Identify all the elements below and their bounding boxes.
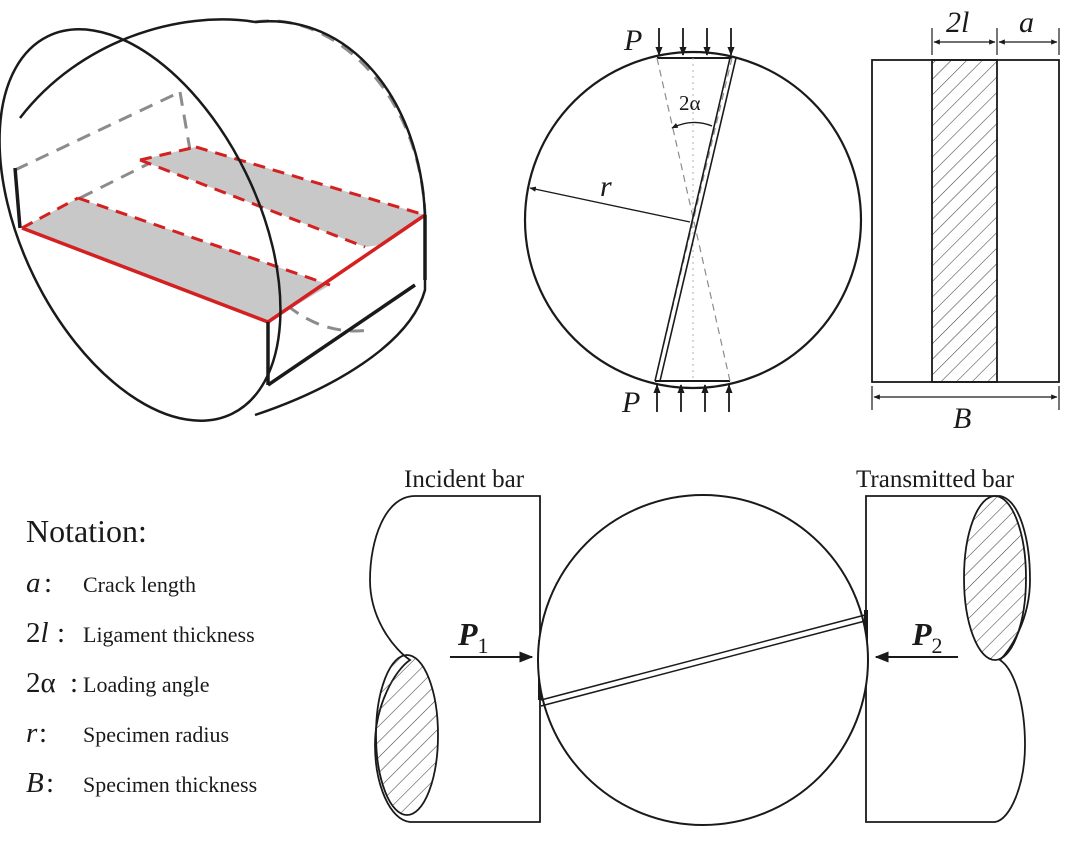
notation-legend: Notation: a : Crack length 2l : Ligament… — [26, 513, 257, 799]
notation-item-specimen-thickness: B : Specimen thickness — [26, 767, 257, 799]
notation-separator: : — [70, 667, 78, 699]
angle-label: 2α — [679, 91, 701, 115]
notation-description: Ligament thickness — [83, 622, 255, 647]
cylinder-top-silhouette — [19, 18, 256, 119]
crack-upper-dashed-top — [139, 145, 197, 162]
notation-item-loading-angle: 2α : Loading angle — [26, 667, 209, 699]
ligament-dim-label: 2l — [946, 6, 969, 39]
section-circle — [523, 50, 863, 390]
front-disc-face — [0, 28, 282, 422]
crack-front-solid — [21, 226, 269, 324]
flat-face-left-edge — [13, 167, 22, 229]
hidden-edge-upper — [14, 90, 181, 172]
notation-symbol: 2α — [26, 667, 56, 699]
p2-label: P2 — [911, 616, 943, 658]
section-crack-line-b — [659, 57, 737, 382]
notation-symbol: a — [26, 567, 41, 599]
notation-separator: : — [46, 767, 54, 799]
crack-lower-dashed-top — [21, 196, 79, 230]
notation-item-crack-length: a : Crack length — [26, 567, 196, 599]
notation-separator: : — [44, 567, 52, 599]
crack-face-lower — [22, 198, 330, 322]
notation-separator: : — [57, 617, 65, 649]
transmitted-bar-label: Transmitted bar — [856, 466, 1015, 493]
incident-bar-label: Incident bar — [404, 466, 525, 493]
notation-symbol: B — [26, 767, 44, 799]
notation-symbol: 2l — [26, 617, 49, 649]
notation-description: Loading angle — [83, 672, 209, 697]
transmitted-bar-end-hatched — [963, 495, 1027, 661]
side-view: 2l a B — [871, 6, 1060, 435]
p1-label: P1 — [457, 616, 489, 658]
crack-dim-label: a — [1019, 6, 1034, 39]
section-crack-line-a — [654, 57, 731, 382]
crack-right-solid — [267, 213, 426, 324]
shpb-crack-line-a — [540, 614, 866, 701]
notation-symbol: r — [26, 717, 38, 749]
load-label-bottom: P — [621, 386, 640, 419]
notation-title: Notation: — [26, 513, 147, 549]
shpb-crack-line-b — [540, 620, 866, 707]
incident-bar-end-hatched — [375, 654, 439, 816]
shpb-setup-view: Incident bar Transmitted bar P1 P2 — [369, 466, 1031, 826]
notation-description: Crack length — [83, 572, 196, 597]
notation-item-specimen-radius: r : Specimen radius — [26, 717, 229, 749]
flat-face-right-edge — [267, 283, 416, 387]
angle-arc — [671, 121, 713, 129]
transmitted-bar-outline — [865, 495, 1031, 823]
crack-lower-dashed-edge — [77, 196, 331, 287]
cross-section-view: P P 2α r — [523, 24, 863, 419]
shpb-specimen-disc — [537, 494, 869, 826]
ligament-hatched-band — [931, 59, 998, 383]
thickness-dim-label: B — [953, 402, 971, 435]
notation-separator: : — [39, 717, 47, 749]
cylinder-right-silhouette — [254, 19, 427, 417]
notation-description: Specimen thickness — [83, 772, 257, 797]
crack-face-upper — [140, 147, 425, 247]
crack-upper-dashed-far — [139, 158, 366, 249]
notation-item-ligament-thickness: 2l : Ligament thickness — [26, 617, 255, 649]
hidden-edge-lower — [79, 156, 161, 200]
load-label-top: P — [623, 24, 642, 57]
radius-arrow — [529, 186, 691, 223]
specimen-3d-view — [0, 18, 427, 422]
notation-description: Specimen radius — [83, 722, 229, 747]
radius-label: r — [600, 170, 612, 203]
hidden-edge-mid — [178, 91, 192, 151]
